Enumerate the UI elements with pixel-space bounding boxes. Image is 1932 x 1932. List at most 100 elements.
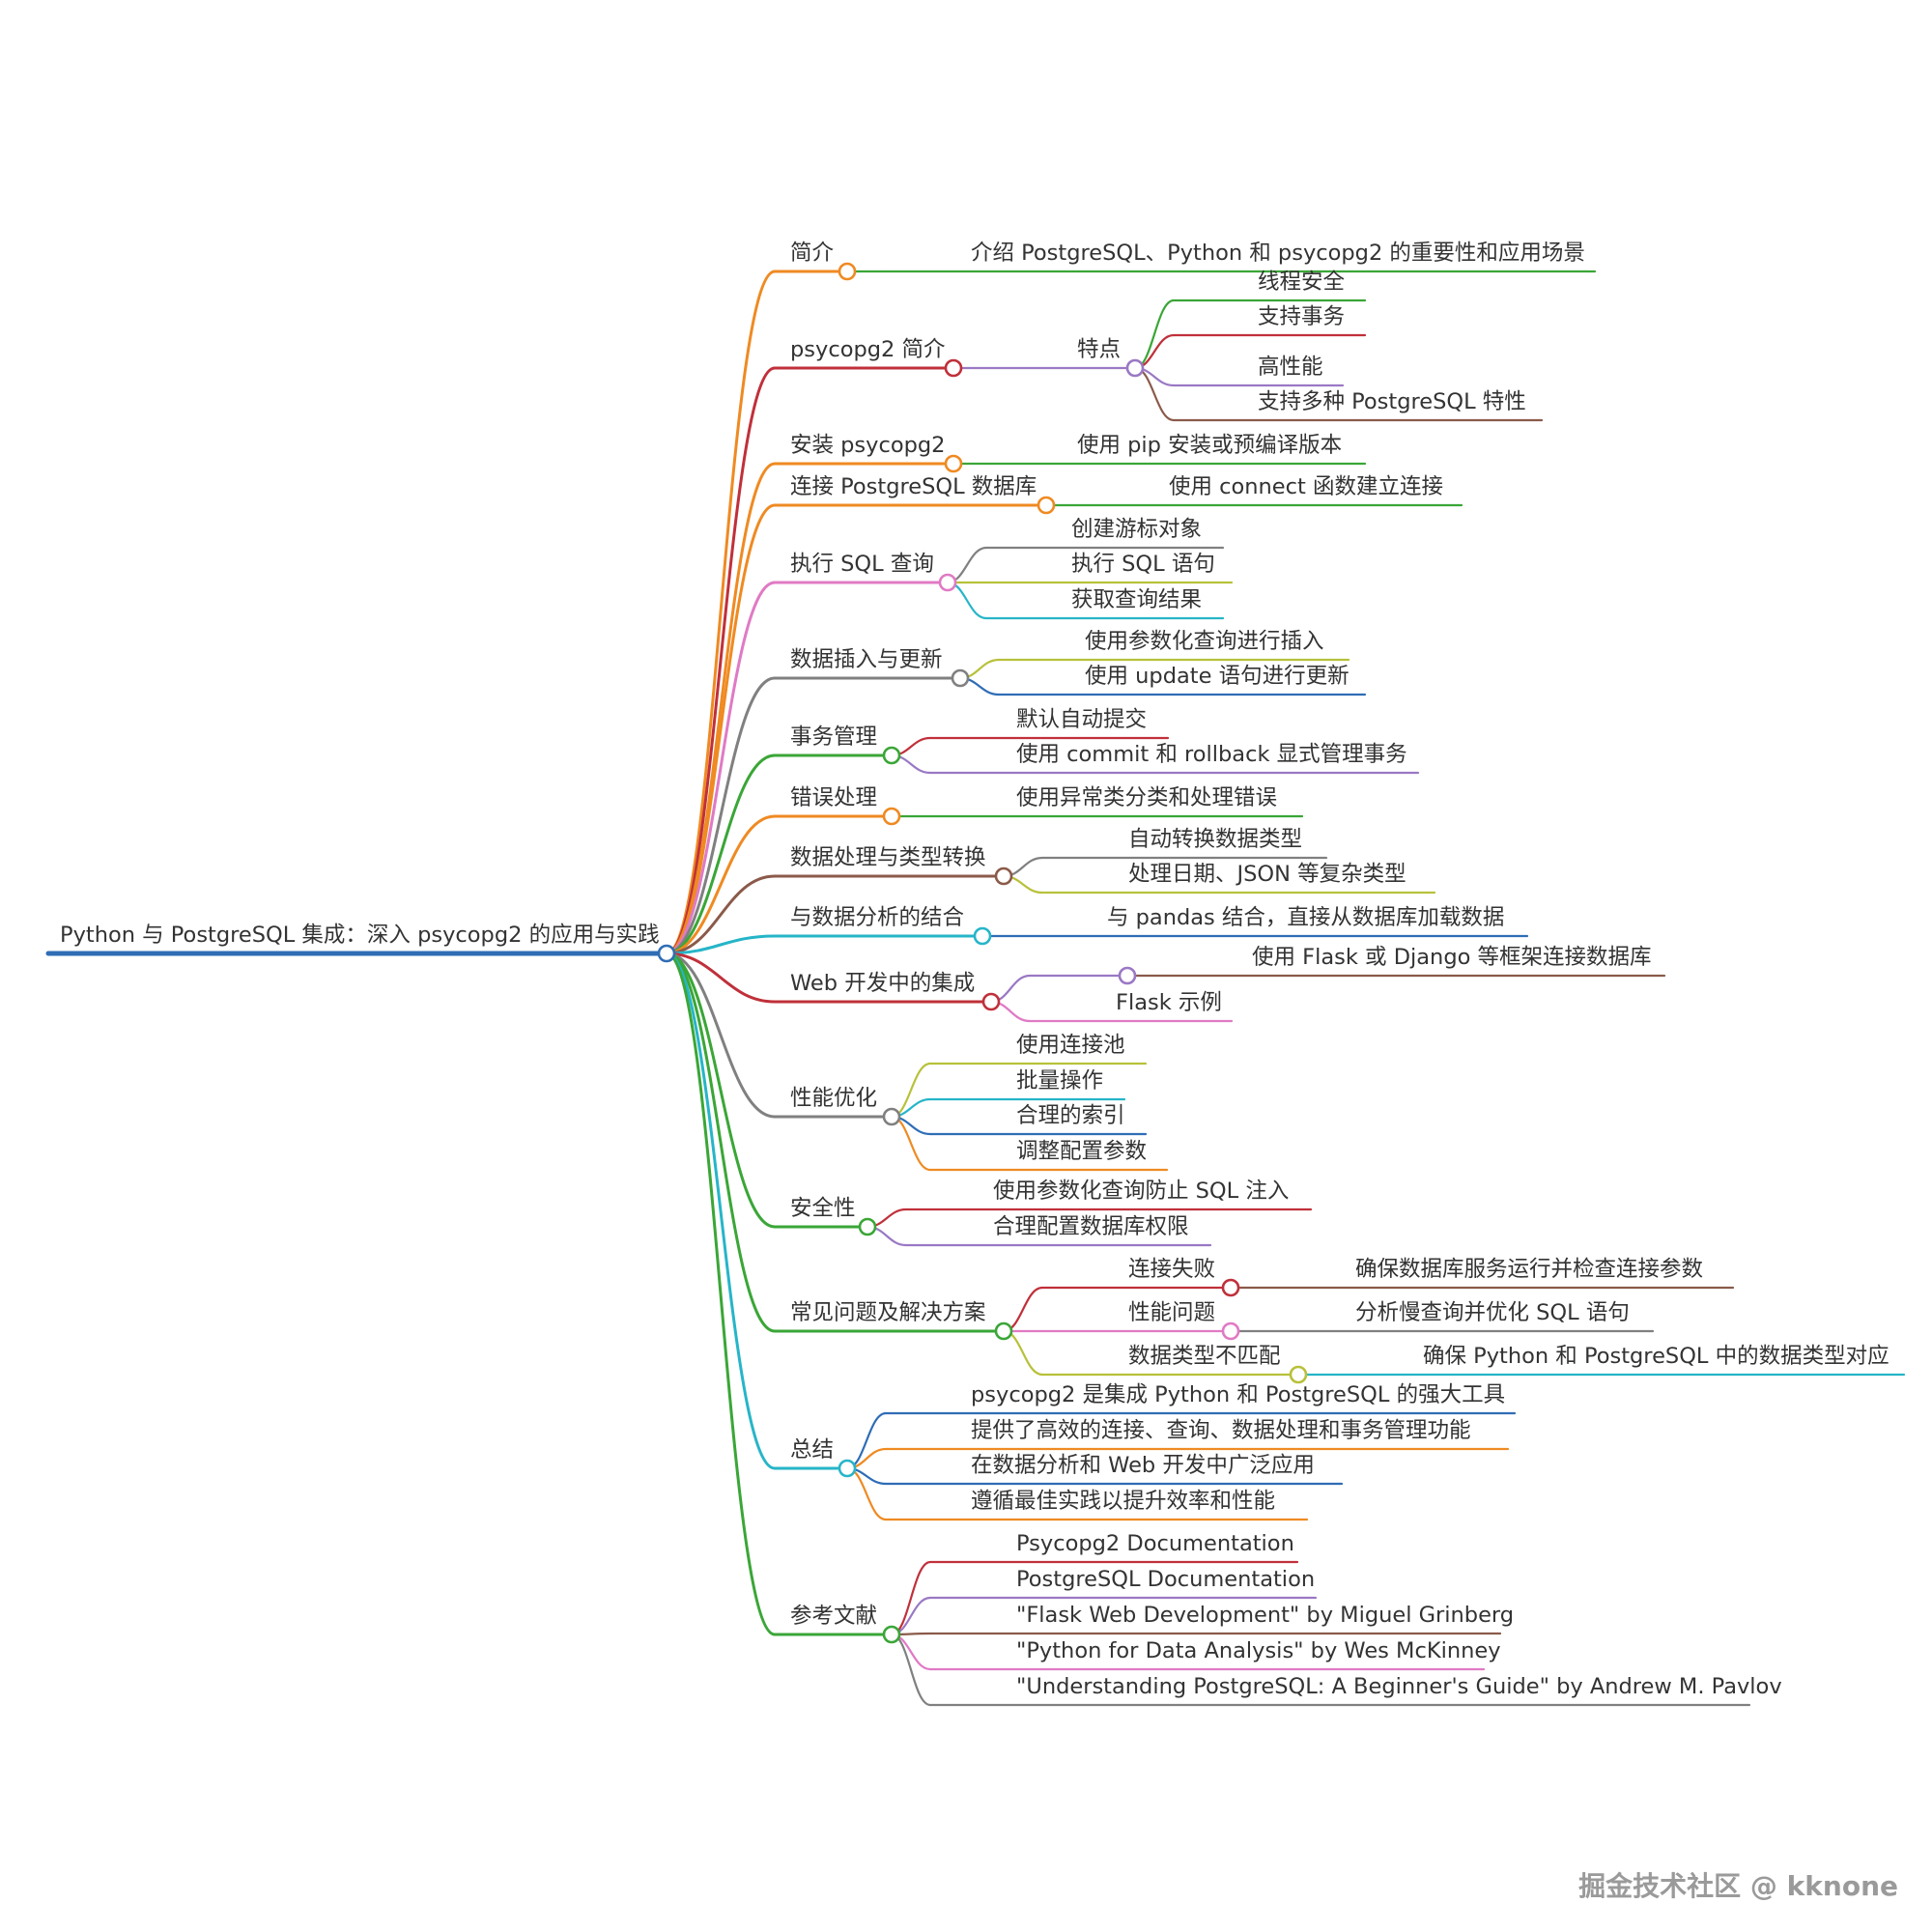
branch-link bbox=[666, 753, 776, 955]
child-expand-handle[interactable] bbox=[1118, 966, 1137, 985]
branch-topic: 错误处理 bbox=[790, 785, 877, 810]
branch-link bbox=[666, 270, 776, 955]
branch-expand-handle[interactable] bbox=[994, 1321, 1013, 1341]
child-topic: 线程安全 bbox=[1258, 270, 1345, 295]
mindmap-links bbox=[45, 270, 1906, 1707]
branch-topic: 性能优化 bbox=[790, 1086, 877, 1111]
branch-topic: 安装 psycopg2 bbox=[790, 433, 946, 458]
branch-expand-handle[interactable] bbox=[882, 746, 901, 765]
branch-link bbox=[666, 952, 776, 1636]
branch-topic: 安全性 bbox=[790, 1196, 856, 1221]
branch-expand-handle[interactable] bbox=[838, 1459, 857, 1478]
branch-topic: 数据处理与类型转换 bbox=[790, 845, 986, 870]
branch-link bbox=[666, 952, 776, 1119]
branch-expand-handle[interactable] bbox=[882, 1625, 901, 1644]
child-expand-handle[interactable] bbox=[1221, 1321, 1240, 1341]
child-topic: Psycopg2 Documentation bbox=[1016, 1531, 1294, 1556]
branch-expand-handle[interactable] bbox=[994, 867, 1013, 886]
child-topic: 特点 bbox=[1077, 337, 1121, 362]
watermark: 掘金技术社区 @ kknone bbox=[1578, 1870, 1898, 1902]
child-topic: 分析慢查询并优化 SQL 语句 bbox=[1355, 1300, 1630, 1325]
branch-topic: 与数据分析的结合 bbox=[790, 905, 964, 930]
branch-expand-handle[interactable] bbox=[944, 454, 963, 473]
branch-expand-handle[interactable] bbox=[1037, 496, 1056, 515]
child-topic: 处理日期、JSON 等复杂类型 bbox=[1128, 862, 1406, 887]
branch-expand-handle[interactable] bbox=[838, 262, 857, 281]
child-expand-handle[interactable] bbox=[1221, 1278, 1240, 1297]
child-topic: 自动转换数据类型 bbox=[1128, 827, 1302, 852]
branch-topic: 简介 bbox=[790, 241, 834, 266]
branch-link bbox=[666, 503, 776, 955]
branch-topic: 连接 PostgreSQL 数据库 bbox=[790, 474, 1037, 499]
branch-link bbox=[666, 676, 776, 955]
child-topic: 合理的索引 bbox=[1016, 1103, 1125, 1128]
branch-expand-handle[interactable] bbox=[973, 926, 992, 946]
child-topic: 使用连接池 bbox=[1016, 1033, 1125, 1058]
child-topic: 数据类型不匹配 bbox=[1128, 1344, 1281, 1369]
child-topic: psycopg2 是集成 Python 和 PostgreSQL 的强大工具 bbox=[971, 1382, 1505, 1407]
branch-link bbox=[666, 874, 776, 955]
child-topic: 使用参数化查询进行插入 bbox=[1085, 629, 1324, 654]
branch-expand-handle[interactable] bbox=[882, 1107, 901, 1126]
child-topic: 与 pandas 结合，直接从数据库加载数据 bbox=[1107, 905, 1504, 930]
child-topic: 介绍 PostgreSQL、Python 和 psycopg2 的重要性和应用场… bbox=[971, 241, 1585, 266]
child-topic: 批量操作 bbox=[1016, 1068, 1103, 1094]
root-expand-handle[interactable] bbox=[657, 944, 676, 963]
child-topic: "Understanding PostgreSQL: A Beginner's … bbox=[1016, 1674, 1782, 1699]
child-topic: 合理配置数据库权限 bbox=[993, 1214, 1189, 1239]
child-topic: 高性能 bbox=[1258, 355, 1323, 380]
branch-topic: 参考文献 bbox=[790, 1604, 877, 1629]
child-expand-handle[interactable] bbox=[1289, 1365, 1308, 1384]
child-topic: 使用 connect 函数建立连接 bbox=[1169, 474, 1443, 499]
child-topic: 连接失败 bbox=[1128, 1257, 1215, 1282]
child-link bbox=[1134, 298, 1175, 370]
child-topic: 确保数据库服务运行并检查连接参数 bbox=[1355, 1257, 1703, 1282]
branch-topic: 事务管理 bbox=[790, 724, 877, 750]
child-topic: 支持事务 bbox=[1258, 304, 1345, 329]
child-topic: 获取查询结果 bbox=[1071, 587, 1202, 612]
child-topic: 使用参数化查询防止 SQL 注入 bbox=[993, 1179, 1289, 1204]
branch-expand-handle[interactable] bbox=[858, 1217, 877, 1236]
child-topic: "Python for Data Analysis" by Wes McKinn… bbox=[1016, 1638, 1501, 1663]
branch-link bbox=[666, 952, 776, 1229]
child-topic: PostgreSQL Documentation bbox=[1016, 1567, 1315, 1592]
child-topic: 默认自动提交 bbox=[1016, 707, 1147, 732]
child-topic: 性能问题 bbox=[1128, 1300, 1215, 1325]
branch-topic: 总结 bbox=[790, 1437, 834, 1463]
branch-expand-handle[interactable] bbox=[951, 668, 970, 688]
branch-topic: 常见问题及解决方案 bbox=[790, 1300, 986, 1325]
branch-expand-handle[interactable] bbox=[882, 807, 901, 826]
child-topic: Flask 示例 bbox=[1116, 990, 1222, 1015]
child-topic: 支持多种 PostgreSQL 特性 bbox=[1258, 389, 1526, 414]
child-topic: 提供了高效的连接、查询、数据处理和事务管理功能 bbox=[971, 1418, 1471, 1443]
branch-expand-handle[interactable] bbox=[981, 992, 1001, 1011]
child-link bbox=[891, 1633, 931, 1707]
branch-link bbox=[666, 581, 776, 955]
branch-link bbox=[666, 814, 776, 955]
branch-topic: Web 开发中的集成 bbox=[790, 971, 975, 996]
branch-expand-handle[interactable] bbox=[938, 573, 957, 592]
branch-expand-handle[interactable] bbox=[944, 358, 963, 378]
child-topic: "Flask Web Development" by Miguel Grinbe… bbox=[1016, 1603, 1514, 1628]
child-topic: 调整配置参数 bbox=[1016, 1139, 1147, 1164]
child-topic: 使用 pip 安装或预编译版本 bbox=[1077, 433, 1342, 458]
branch-link bbox=[666, 366, 776, 955]
branch-topic: 数据插入与更新 bbox=[790, 647, 943, 672]
branch-topic: psycopg2 简介 bbox=[790, 337, 946, 362]
branch-link bbox=[666, 952, 776, 1004]
branch-link bbox=[666, 934, 776, 955]
child-topic: 使用异常类分类和处理错误 bbox=[1016, 785, 1277, 810]
child-topic: 确保 Python 和 PostgreSQL 中的数据类型对应 bbox=[1423, 1344, 1889, 1369]
child-topic: 在数据分析和 Web 开发中广泛应用 bbox=[971, 1453, 1315, 1478]
mindmap-nodes: Python 与 PostgreSQL 集成：深入 psycopg2 的应用与实… bbox=[60, 241, 1889, 1699]
child-topic: 使用 update 语句进行更新 bbox=[1085, 664, 1350, 689]
branch-topic: 执行 SQL 查询 bbox=[790, 552, 934, 577]
child-topic: 遵循最佳实践以提升效率和性能 bbox=[971, 1489, 1275, 1514]
branch-link bbox=[666, 952, 776, 1470]
child-topic: 使用 Flask 或 Django 等框架连接数据库 bbox=[1252, 945, 1652, 970]
child-topic: 使用 commit 和 rollback 显式管理事务 bbox=[1016, 742, 1407, 767]
branch-link bbox=[666, 952, 776, 1333]
child-topic: 执行 SQL 语句 bbox=[1071, 552, 1215, 577]
child-expand-handle[interactable] bbox=[1125, 358, 1145, 378]
